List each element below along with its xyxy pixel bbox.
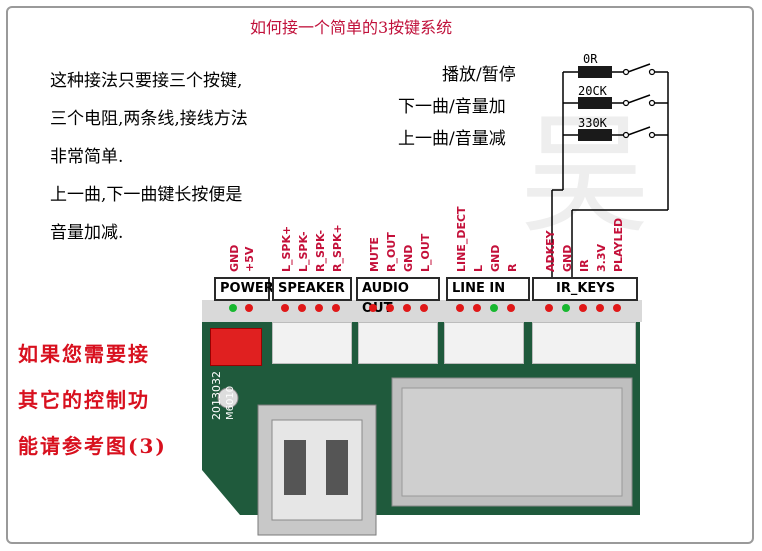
group-label: SPEAKER bbox=[278, 281, 345, 296]
pin-label: MUTE bbox=[368, 237, 381, 272]
description-line: 三个电阻,两条线,接线方法 bbox=[50, 109, 248, 129]
connector-group-speaker: SPEAKER bbox=[272, 277, 352, 301]
description-line: 上一曲,下一曲键长按便是 bbox=[50, 185, 243, 205]
pin-label: L_OUT bbox=[419, 233, 432, 272]
pin-label: L_SPK+ bbox=[280, 225, 293, 272]
connector-group-ir-keys: IR_KEYS bbox=[532, 277, 638, 301]
diagram-title: 如何接一个简单的3按键系统 bbox=[250, 18, 453, 37]
pin-label: IR bbox=[578, 259, 591, 272]
line-in-connector bbox=[444, 322, 524, 364]
pin-label: R bbox=[506, 263, 519, 272]
pin-label: R_SPK+ bbox=[331, 224, 344, 272]
group-label: IR_KEYS bbox=[556, 281, 616, 296]
resistor-label: 20CK bbox=[578, 84, 607, 98]
resistor bbox=[578, 66, 612, 78]
watermark: 吴 bbox=[520, 99, 651, 251]
led-indicator bbox=[298, 304, 306, 312]
ir-keys-connector bbox=[532, 322, 636, 364]
side-note-line: 能请参考图(3) bbox=[18, 434, 167, 458]
side-note-line: 其它的控制功 bbox=[18, 388, 150, 412]
led-indicator bbox=[579, 304, 587, 312]
pin-label: LINE_DECT bbox=[455, 206, 468, 272]
pin-label: GND bbox=[489, 244, 502, 272]
pin-label: PLAYLED bbox=[612, 217, 625, 272]
board-marking: M6010 bbox=[225, 385, 236, 420]
led-indicator bbox=[332, 304, 340, 312]
connector-group-line-in: LINE IN bbox=[446, 277, 530, 301]
led-indicator bbox=[613, 304, 621, 312]
pin-label: 3.3V bbox=[595, 244, 608, 272]
switch-label: 播放/暂停 bbox=[442, 65, 516, 85]
pin-label: GND bbox=[228, 244, 241, 272]
group-label: POWER bbox=[220, 281, 274, 296]
pin-label: R_SPK- bbox=[314, 229, 327, 272]
resistor bbox=[578, 129, 612, 141]
pin-label: L_SPK- bbox=[297, 231, 310, 272]
led-indicator bbox=[562, 304, 570, 312]
switch-label: 下一曲/音量加 bbox=[398, 97, 506, 117]
pin-label: +5V bbox=[243, 246, 256, 272]
led-indicator bbox=[386, 304, 394, 312]
resistor-label: 0R bbox=[583, 52, 598, 66]
led-indicator bbox=[369, 304, 377, 312]
switch-label: 上一曲/音量减 bbox=[398, 129, 506, 149]
pin-label: GND bbox=[402, 244, 415, 272]
led-indicator bbox=[281, 304, 289, 312]
led-indicator bbox=[456, 304, 464, 312]
connector-group-audio-out: AUDIO OUT bbox=[356, 277, 440, 316]
pin-label: R_OUT bbox=[385, 232, 398, 272]
description-line: 非常简单. bbox=[50, 147, 124, 167]
connector-group-power: POWER bbox=[214, 277, 274, 301]
resistor-label: 330K bbox=[578, 116, 607, 130]
led-indicator bbox=[420, 304, 428, 312]
led-indicator bbox=[596, 304, 604, 312]
led-indicator bbox=[473, 304, 481, 312]
resistor bbox=[578, 97, 612, 109]
pin-label: L bbox=[472, 264, 485, 272]
power-connector bbox=[210, 328, 262, 366]
led-indicator bbox=[315, 304, 323, 312]
side-note-line: 如果您需要接 bbox=[18, 342, 150, 366]
board-marking: 2013032 bbox=[210, 371, 223, 420]
led-indicator bbox=[545, 304, 553, 312]
led-indicator bbox=[245, 304, 253, 312]
pin-label: ADKEY bbox=[544, 230, 557, 272]
audio-out-connector bbox=[358, 322, 438, 364]
pin-label: GND bbox=[561, 244, 574, 272]
image-frame bbox=[6, 6, 754, 544]
led-indicator bbox=[507, 304, 515, 312]
led-indicator bbox=[403, 304, 411, 312]
speaker-connector bbox=[272, 322, 352, 364]
group-label: LINE IN bbox=[452, 281, 506, 296]
led-indicator bbox=[490, 304, 498, 312]
description-line: 这种接法只要接三个按键, bbox=[50, 71, 243, 91]
description-line: 音量加减. bbox=[50, 223, 124, 243]
led-indicator bbox=[229, 304, 237, 312]
